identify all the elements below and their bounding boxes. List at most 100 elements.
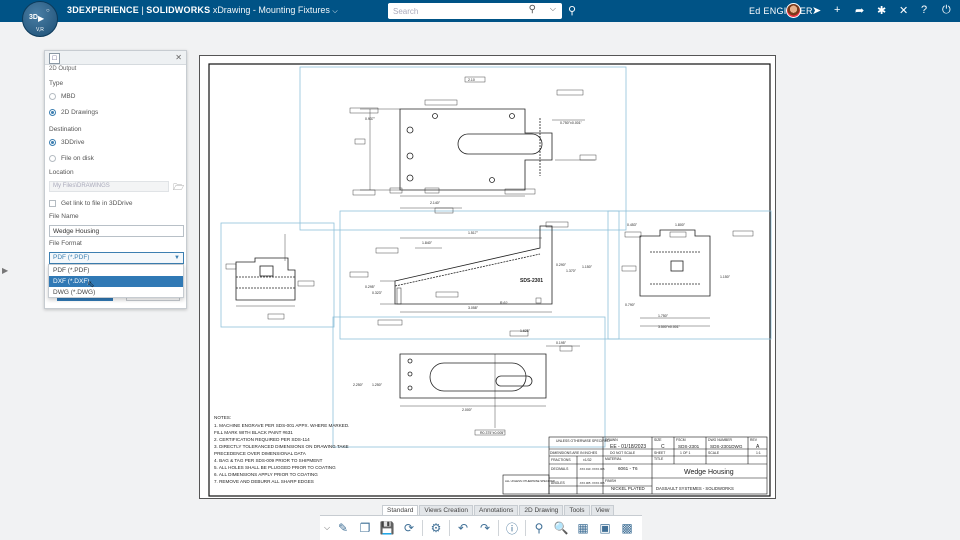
tb-size-value: C (661, 444, 665, 450)
chevron-down-icon[interactable]: ▼ (174, 255, 180, 261)
radio-dot-selected[interactable] (49, 109, 56, 116)
tb-dwg-value: SDS-2301DWG (710, 444, 743, 449)
radio-2d-drawings[interactable]: 2D Drawings (49, 109, 98, 116)
image-icon[interactable]: ▣ (599, 521, 611, 535)
close-icon[interactable]: ✕ (175, 53, 182, 62)
tb-scale-value: 1:1 (756, 451, 761, 455)
power-icon[interactable]: ⏻ (942, 4, 951, 16)
help-icon[interactable]: ⓘ (505, 521, 518, 536)
note-line: 3. DIRECTLY TOLERANCED DIMENSIONS ON DRA… (214, 444, 349, 449)
right-view-frame[interactable] (607, 210, 772, 340)
app-title[interactable]: xDrawing - Mounting Fixtures (212, 5, 330, 15)
brand-solidworks: SOLIDWORKS (146, 5, 211, 15)
svg-text:2.000": 2.000" (462, 408, 473, 412)
tb-rev-value: A (756, 444, 760, 450)
radio-mbd[interactable]: MBD (49, 93, 75, 100)
cancel-button[interactable] (126, 297, 180, 301)
edit-icon[interactable]: ✎ (337, 521, 349, 535)
radio-file-on-disk[interactable]: File on disk (49, 155, 94, 162)
note-line: 1. MACHINE ENGRAVE PER SDS-001 APPX. WHE… (214, 423, 349, 428)
share-icon[interactable]: ➤ (812, 5, 822, 17)
undo-icon[interactable]: ↶ (457, 521, 469, 535)
tb-dims-in: DIMENSIONS ARE IN INCHES (550, 451, 598, 455)
refresh-icon[interactable]: ⟳ (403, 521, 415, 535)
search-dropdown-icon[interactable]: ⌵ (549, 4, 556, 13)
zoom-icon[interactable]: 🔍 (553, 521, 569, 535)
svg-text:0.323": 0.323" (372, 291, 383, 295)
cube-icon[interactable]: ❐ (359, 521, 371, 535)
tb-scale-label: SCALE (708, 451, 720, 455)
radio-2d-drawings-label: 2D Drawings (61, 109, 99, 116)
tb-fractions-value: ±1/32 (583, 458, 592, 462)
compass-3d-label: 3D (29, 14, 38, 21)
notes-block: NOTES: 1. MACHINE ENGRAVE PER SDS-001 AP… (214, 415, 349, 484)
bottom-view-dims: 1.625" 0.195" 2.250" 1.250" 2.000" R0.37… (353, 329, 567, 435)
mouse-cursor-icon: ⬁ (87, 279, 95, 289)
tools-icon[interactable]: ✕ (899, 5, 909, 17)
radio-3ddrive[interactable]: 3DDrive (49, 139, 84, 146)
bottom-view-frame[interactable] (332, 316, 606, 448)
svg-text:2.10: 2.10 (468, 78, 475, 82)
lasso-icon[interactable]: ⚲ (534, 521, 544, 535)
left-view-frame[interactable] (220, 222, 335, 328)
tb-finish-value: NICKEL PLATED (611, 486, 645, 491)
svg-text:0.937": 0.937" (365, 117, 376, 121)
svg-text:0.453": 0.453" (627, 223, 638, 227)
svg-text:0.295": 0.295" (365, 285, 376, 289)
share-arrow-icon[interactable]: ➦ (855, 5, 865, 17)
front-view-frame[interactable] (339, 210, 620, 340)
expand-panel-icon[interactable]: ▶ (2, 266, 9, 275)
chevron-down-icon[interactable]: ⌵ (323, 523, 331, 532)
svg-text:2.250": 2.250" (353, 383, 364, 387)
brand-separator: | (141, 5, 144, 15)
option-dxf[interactable]: DXF (*.DXF) (49, 276, 183, 287)
radio-dot[interactable] (49, 93, 56, 100)
tb-fscm-label: FSCM (676, 438, 686, 442)
ok-button[interactable] (57, 297, 113, 301)
tb-title-value: Wedge Housing (684, 469, 734, 476)
drawing-sheet: 2.10 0.750"±0.001" 2.140" 0.937" (199, 55, 776, 499)
radio-dot[interactable] (49, 155, 56, 162)
link-checkbox[interactable]: Get link to file in 3DDrive (49, 200, 133, 207)
add-icon[interactable]: + (834, 4, 841, 16)
export-icon[interactable]: ▩ (621, 521, 633, 535)
notes-title: NOTES: (214, 415, 231, 420)
tb-sheet-value: 1 OF 1 (680, 451, 690, 455)
checkbox-box[interactable] (49, 200, 56, 207)
file-name-input[interactable] (49, 225, 184, 237)
tb-material-label: MATERIAL (605, 457, 622, 461)
radio-dot-selected[interactable] (49, 139, 56, 146)
folder-icon[interactable]: 🗁 (173, 182, 185, 192)
svg-text:1.800": 1.800" (675, 223, 686, 227)
file-format-select[interactable]: PDF (*.PDF) ▼ (49, 252, 184, 264)
settings-icon[interactable]: ⚙ (430, 521, 442, 535)
avatar[interactable] (786, 3, 801, 18)
note-line: FILL MARK WITH BLACK PAINT #631 (214, 430, 293, 435)
option-pdf[interactable]: PDF (*.PDF) (53, 267, 90, 274)
tb-sheet-label: SHEET (654, 451, 665, 455)
top-view-frame[interactable] (299, 66, 627, 231)
network-icon[interactable]: ✱ (877, 5, 887, 17)
table-icon[interactable]: ▦ (577, 521, 589, 535)
redo-icon[interactable]: ↷ (479, 521, 491, 535)
brand-3dexperience: 3DEXPERIENCE (67, 5, 139, 15)
user-name[interactable]: Ed ENGINEER (749, 6, 813, 16)
action-toolbar: ⌵ ✎ ❐ 💾 ⟳ ⚙ ↶ ↷ ⓘ ⚲ 🔍 ▦ ▣ ▩ (320, 515, 642, 540)
part-number-label: SDS-2301 (520, 278, 543, 284)
svg-text:3.500"±0.001": 3.500"±0.001" (658, 325, 681, 329)
svg-text:1.150": 1.150" (582, 265, 593, 269)
compass-widget[interactable]: 3D ▶ ○ V,R (22, 1, 58, 37)
chevron-down-icon[interactable]: ⌵ (332, 8, 338, 15)
compass-top-icon: ○ (46, 8, 50, 14)
save-icon[interactable]: 💾 (379, 521, 395, 535)
search-icon[interactable]: ⚲ (528, 4, 536, 15)
radio-mbd-label: MBD (61, 93, 76, 100)
search-input[interactable] (388, 4, 518, 18)
svg-text:1.840": 1.840" (422, 241, 433, 245)
svg-text:0.750"±0.001": 0.750"±0.001" (560, 121, 583, 125)
tag-icon[interactable]: ⚲ (568, 5, 577, 17)
help-icon[interactable]: ? (921, 4, 928, 16)
option-dwg[interactable]: DWG (*.DWG) (53, 289, 96, 296)
link-checkbox-label: Get link to file in 3DDrive (61, 200, 133, 207)
drawing-canvas: 2.10 0.750"±0.001" 2.140" 0.937" (208, 63, 772, 497)
